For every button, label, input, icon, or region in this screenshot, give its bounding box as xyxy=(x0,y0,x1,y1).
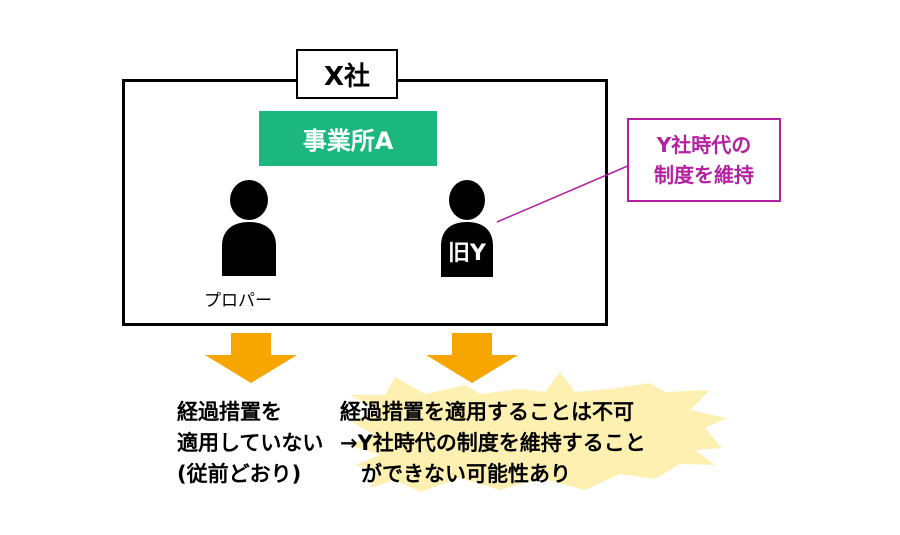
note-box: Y社時代の 制度を維持 xyxy=(627,118,781,202)
result-left-text: 経過措置を 適用していない (従前どおり) xyxy=(177,397,323,490)
company-label: X社 xyxy=(296,49,398,99)
person-icon-former-y xyxy=(441,180,493,277)
person-caption-proper: プロパー xyxy=(204,291,272,311)
result-right-line-2: →Y社時代の制度を維持すること xyxy=(340,431,646,455)
result-right-text: 経過措置を適用することは不可 →Y社時代の制度を維持すること ができない可能性あ… xyxy=(340,397,646,490)
result-right-line-1: 経過措置を適用することは不可 xyxy=(340,400,634,424)
office-label: 事業所A xyxy=(259,111,437,166)
result-left-line-3: (従前どおり) xyxy=(177,462,302,486)
result-right-line-3: ができない可能性あり xyxy=(340,462,571,486)
result-left-line-2: 適用していない xyxy=(177,431,324,455)
down-arrow-right xyxy=(426,333,518,383)
note-line-1: Y社時代の xyxy=(656,133,752,157)
result-left-line-1: 経過措置を xyxy=(177,400,282,424)
person-icon-proper xyxy=(222,180,276,276)
down-arrow-left xyxy=(205,333,297,383)
note-line-2: 制度を維持 xyxy=(654,163,754,187)
person-label-former-y: 旧Y xyxy=(448,241,486,266)
